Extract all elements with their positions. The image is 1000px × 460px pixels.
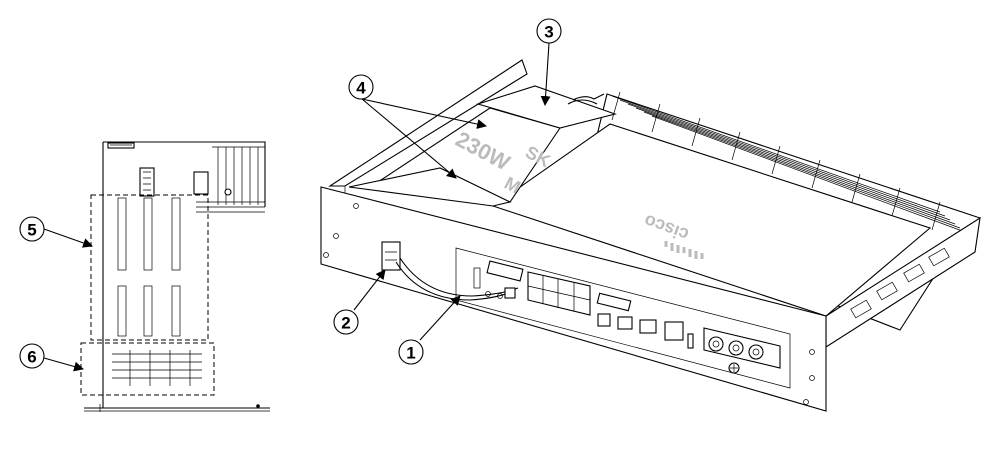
side-vent-grille [112, 350, 202, 386]
svg-text:1: 1 [406, 344, 415, 363]
svg-text:5: 5 [27, 221, 36, 240]
callout-5-region [90, 194, 209, 341]
callout-leaders [43, 42, 551, 372]
callout-4: 4 [348, 74, 374, 100]
callout-2: 2 [333, 309, 359, 335]
svg-text:2: 2 [341, 314, 350, 333]
svg-text:3: 3 [544, 23, 553, 42]
cisco-logo-bars [664, 241, 704, 259]
callout-5: 5 [19, 216, 45, 242]
side-front-panel-slots [117, 197, 181, 337]
heatsink-fins [611, 91, 966, 233]
ethernet-port-block [527, 271, 591, 316]
top-cover [491, 123, 932, 317]
callout-1: 1 [398, 339, 424, 365]
power-inlet [381, 241, 401, 271]
svg-text:6: 6 [27, 348, 36, 367]
antenna-connector-group [703, 327, 781, 369]
side-heatsink-fins [212, 146, 265, 205]
svg-text:4: 4 [356, 79, 366, 98]
callout-6-region [80, 342, 215, 396]
chassis-isometric: cisco 230W M SK [320, 59, 981, 412]
front-mounting-holes [323, 203, 815, 405]
side-vent-slots-right [850, 247, 950, 319]
callout-6: 6 [19, 343, 45, 369]
callout-3: 3 [536, 18, 562, 44]
side-view-chassis [84, 141, 270, 412]
